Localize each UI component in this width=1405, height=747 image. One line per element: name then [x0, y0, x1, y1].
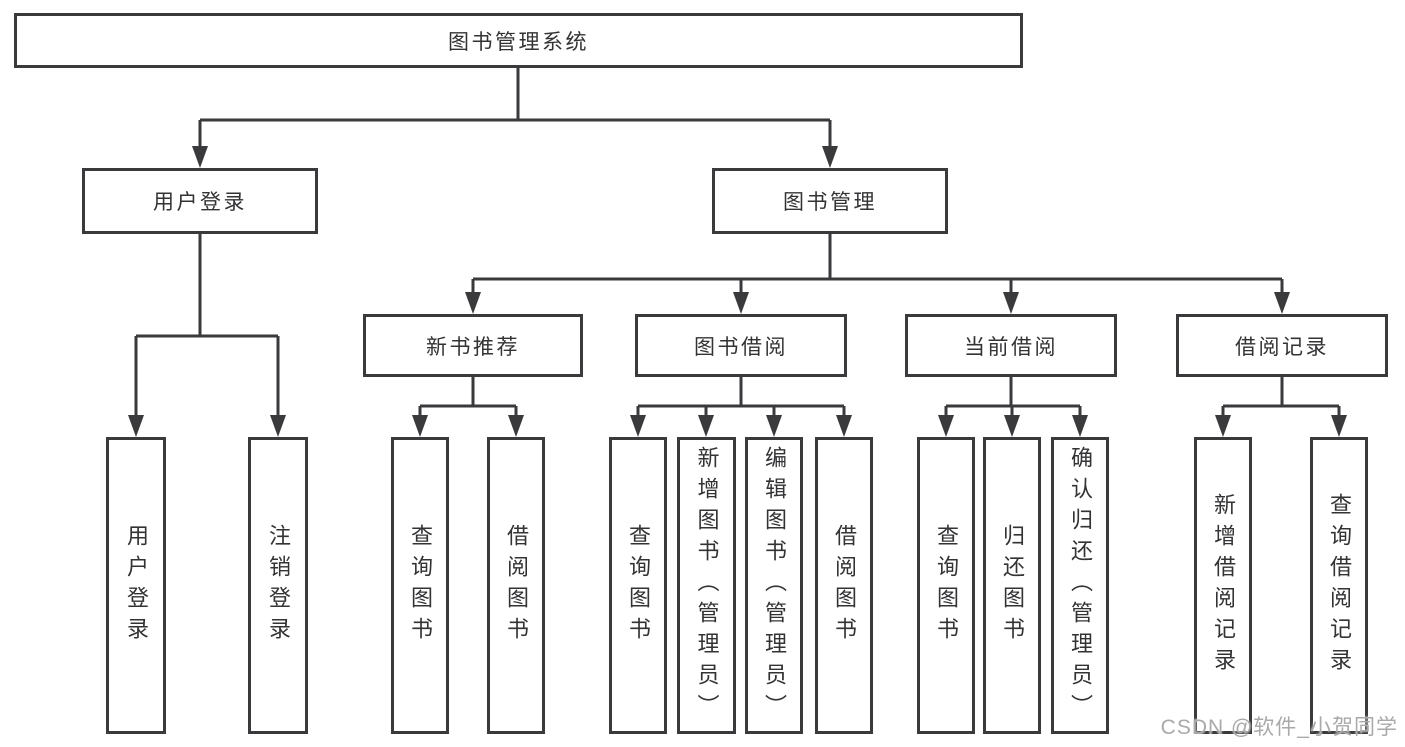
- leaf-label: 归还图书: [1000, 523, 1025, 648]
- connector-book-management-bus: [471, 234, 1284, 296]
- node-root: 图书管理系统: [14, 13, 1023, 68]
- node-new-book-recommend: 新书推荐: [363, 314, 583, 377]
- arrow-to-leaf-user-login: [128, 415, 144, 437]
- leaf-user-login-label: 用户登录: [124, 523, 149, 648]
- connector-user-login-bus: [134, 234, 280, 419]
- node-borrow-records-label: 借阅记录: [1235, 335, 1329, 359]
- arrow-to-leaf-logout: [270, 415, 286, 437]
- arrow-to-current-borrow: [1003, 292, 1019, 314]
- node-borrow-records: 借阅记录: [1176, 314, 1388, 377]
- arrow-to-borrow-records: [1274, 292, 1290, 314]
- leaf-label: 查询图书: [626, 523, 651, 648]
- node-book-borrow-label: 图书借阅: [694, 335, 788, 359]
- leaf-label: 新增图书（管理员）: [694, 446, 720, 725]
- leaf-add-borrow-record: 新增借阅记录: [1194, 437, 1252, 734]
- leaf-logout-label: 注销登录: [266, 523, 291, 648]
- leaf-query-borrow-record: 查询借阅记录: [1310, 437, 1368, 734]
- connector-root-bus: [198, 68, 832, 150]
- node-user-login-label: 用户登录: [153, 191, 247, 214]
- leaf-query-book-borrow: 查询图书: [609, 437, 667, 734]
- node-current-borrow: 当前借阅: [905, 314, 1117, 377]
- leaf-add-book-admin: 新增图书（管理员）: [677, 437, 736, 734]
- leaf-label: 新增借阅记录: [1211, 492, 1236, 679]
- leaf-logout: 注销登录: [248, 437, 308, 734]
- leaf-confirm-return-admin: 确认归还（管理员）: [1051, 437, 1109, 734]
- leaf-label: 确认归还（管理员）: [1068, 446, 1093, 725]
- leaf-label: 查询图书: [408, 523, 433, 648]
- connector-borrow-records-bus: [1221, 377, 1341, 419]
- leaf-return-book: 归还图书: [983, 437, 1041, 734]
- leaf-label: 查询图书: [934, 523, 959, 648]
- leaf-label: 借阅图书: [504, 523, 529, 648]
- node-current-borrow-label: 当前借阅: [964, 335, 1058, 359]
- leaf-label: 编辑图书（管理员）: [762, 446, 787, 725]
- arrow-to-book-borrow: [733, 292, 749, 314]
- node-user-login: 用户登录: [82, 168, 318, 234]
- leaf-user-login: 用户登录: [106, 437, 166, 734]
- leaf-label: 借阅图书: [832, 523, 857, 648]
- leaf-borrow-book-recommend: 借阅图书: [487, 437, 545, 734]
- leaf-edit-book-admin: 编辑图书（管理员）: [745, 437, 803, 734]
- connector-new-book-recommend-bus: [418, 377, 518, 419]
- arrow-to-new-book-recommend: [465, 292, 481, 314]
- arrow-to-book-management: [822, 146, 838, 168]
- node-book-management-label: 图书管理: [783, 191, 877, 214]
- node-root-label: 图书管理系统: [448, 30, 589, 54]
- node-book-management: 图书管理: [712, 168, 948, 234]
- leaf-borrow-book: 借阅图书: [815, 437, 873, 734]
- node-new-book-recommend-label: 新书推荐: [426, 335, 520, 359]
- node-book-borrow: 图书借阅: [635, 314, 847, 377]
- connector-book-borrow-bus: [636, 377, 846, 419]
- connector-current-borrow-bus: [944, 377, 1082, 419]
- csdn-watermark: CSDN @软件_小贺同学: [1160, 716, 1398, 739]
- leaf-query-book-current: 查询图书: [917, 437, 975, 734]
- arrow-to-user-login: [192, 146, 208, 168]
- leaf-query-book-recommend: 查询图书: [391, 437, 449, 734]
- leaf-label: 查询借阅记录: [1327, 492, 1352, 679]
